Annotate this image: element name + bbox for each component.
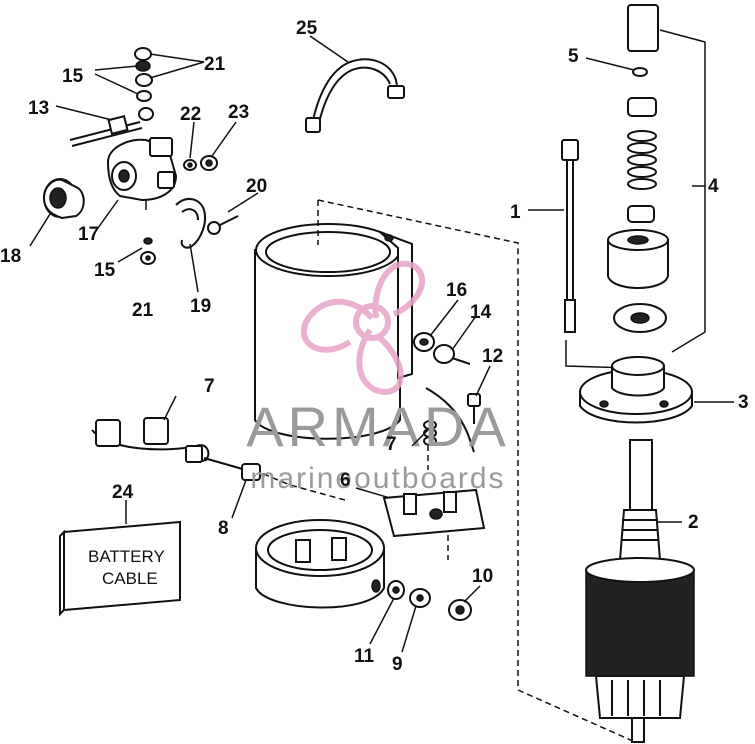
part-6-brush-plate (382, 488, 486, 538)
brush-lead-and-springs (423, 387, 475, 453)
part-18-boot (42, 178, 85, 220)
propeller-logo-icon (301, 260, 426, 396)
callout-18: 18 (0, 246, 21, 267)
part-23-nut (200, 155, 218, 171)
part-13-terminal-stud (69, 115, 143, 147)
motor-housing-frame (254, 223, 413, 440)
part-1-through-bolt (561, 139, 579, 333)
battery-cable-line2: CABLE (102, 569, 158, 588)
parts-21-15-nuts-stack (134, 47, 154, 121)
part-9-washer (409, 588, 431, 608)
watermark-logo (301, 260, 426, 396)
callout-3: 3 (738, 392, 749, 413)
watermark-tagline: marineoutboards (250, 462, 505, 495)
callout-4: 4 (708, 176, 719, 197)
part-11-washer (387, 580, 405, 600)
callout-21b: 21 (132, 300, 154, 321)
callout-25: 25 (296, 18, 318, 39)
callout-14: 14 (470, 302, 492, 323)
part-7-brushes (91, 417, 247, 471)
part-24-battery-cable-box: BATTERY CABLE (59, 520, 181, 617)
callout-9: 9 (392, 654, 403, 675)
callout-1: 1 (510, 202, 521, 223)
part-3-drive-end-cap (579, 356, 693, 424)
part-8-terminal (241, 463, 261, 481)
parts-15-21-lower-nuts (140, 237, 156, 265)
callout-12: 12 (482, 346, 503, 367)
callout-20: 20 (246, 176, 267, 197)
callout-10: 10 (472, 566, 493, 587)
callout-leader-lines (29, 35, 734, 653)
part-14-bolt (433, 344, 471, 365)
callout-16: 16 (446, 280, 467, 301)
part-12-screw (467, 393, 481, 424)
callout-2: 2 (688, 512, 699, 533)
assembly-guide-lines (253, 29, 706, 743)
callout-11: 11 (354, 646, 375, 667)
callout-13: 13 (28, 98, 49, 119)
part-20-screw (207, 215, 239, 235)
callout-15b: 15 (94, 260, 116, 281)
callout-6: 6 (340, 470, 351, 491)
callout-7b: 7 (386, 434, 397, 455)
callout-5: 5 (568, 46, 579, 67)
lower-end-cap (255, 519, 385, 609)
callout-21a: 21 (204, 54, 226, 75)
callout-19: 19 (190, 296, 211, 317)
callout-15a: 15 (62, 66, 84, 87)
part-10-nut (448, 599, 472, 621)
part-4-drive-assembly (607, 4, 669, 333)
part-22-washer (183, 159, 197, 171)
callout-7a: 7 (204, 376, 215, 397)
callout-23: 23 (228, 102, 249, 123)
part-25-wire-lead (305, 58, 405, 133)
battery-cable-line1: BATTERY (88, 547, 165, 566)
drive-spring (627, 130, 657, 190)
part-17-solenoid (106, 137, 178, 210)
callout-22: 22 (180, 104, 201, 125)
callout-8: 8 (218, 518, 229, 539)
callout-numbers: 1 2 3 4 5 6 7 7 8 9 10 11 12 13 14 15 15… (0, 18, 749, 675)
part-2-armature (585, 439, 695, 743)
callout-24: 24 (112, 482, 134, 503)
part-19-bracket (175, 198, 206, 249)
part-16-washer (413, 332, 435, 352)
callout-17: 17 (78, 224, 99, 245)
watermark-brand: ARMADA (246, 395, 510, 458)
